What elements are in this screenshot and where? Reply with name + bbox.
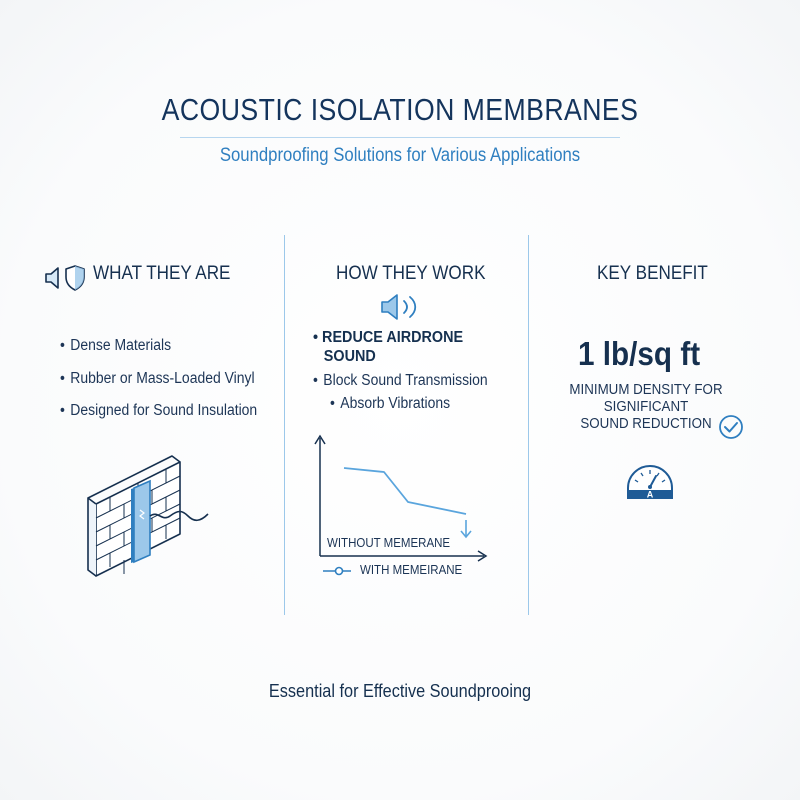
reduction-arrow-icon: [460, 520, 472, 539]
how-primary-bullet: • REDUCE AIRDRONE SOUND: [313, 329, 464, 365]
sound-level-line: [343, 467, 467, 515]
what-bullet-2: •Rubber or Mass-Loaded Vinyl: [60, 370, 255, 387]
column-divider-right: [528, 235, 529, 615]
what-bullet-1: •Dense Materials: [60, 337, 172, 354]
page-title: ACOUSTIC ISOLATION MEMBRANES: [161, 92, 639, 127]
speaker-sound-icon: [381, 294, 417, 320]
sound-reduction-chart: [314, 434, 488, 562]
how-bullet-2: •Absorb Vibrations: [330, 395, 451, 412]
footer-tagline: Essential for Effective Soundprooing: [268, 680, 532, 701]
column-divider-left: [284, 235, 285, 615]
without-membrane-label: WITHOUT MEMERANE: [327, 536, 451, 550]
checkmark-icon: [719, 415, 743, 439]
density-description: MINIMUM DENSITY FOR SIGNIFICANT SOUND RE…: [569, 382, 723, 432]
chart-axes: [314, 434, 488, 562]
page-subtitle: Soundproofing Solutions for Various Appl…: [219, 145, 581, 166]
with-membrane-label: WITH MEMEIRANE: [360, 563, 463, 577]
with-membrane-legend-icon: [323, 566, 351, 576]
what-bullet-3: •Designed for Sound Insulation: [60, 402, 258, 419]
what-they-are-heading: WHAT THEY ARE: [93, 263, 231, 284]
brick-wall-membrane-illustration: [87, 455, 209, 577]
key-benefit-heading: KEY BENEFIT: [597, 263, 708, 284]
title-underline: [180, 137, 620, 138]
how-they-work-heading: HOW THEY WORK: [336, 263, 486, 284]
shield-icon: [65, 265, 85, 291]
gauge-icon: A: [627, 465, 673, 500]
speaker-icon: [45, 267, 59, 289]
how-bullet-1: •Block Sound Transmission: [313, 372, 488, 389]
density-value: 1 lb/sq ft: [578, 335, 701, 372]
gauge-label: A: [647, 490, 654, 500]
